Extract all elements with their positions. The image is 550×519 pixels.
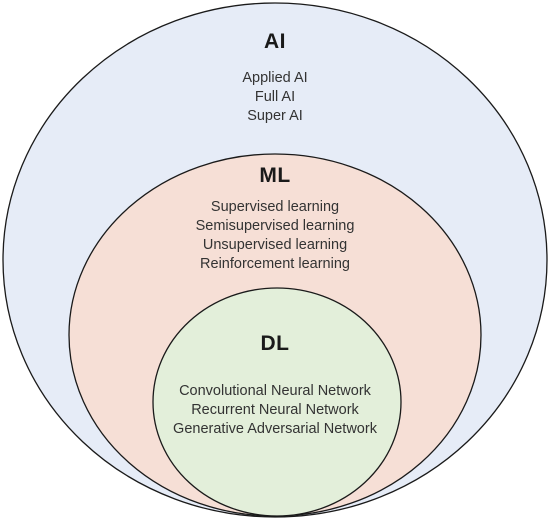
ml-item: Reinforcement learning (200, 256, 350, 272)
ai-item: Applied AI (242, 70, 308, 86)
ml-title: ML (259, 164, 291, 187)
ml-item: Unsupervised learning (202, 237, 348, 253)
ai-item: Full AI (254, 89, 296, 105)
dl-item-list: Convolutional Neural Network Recurrent N… (0, 382, 550, 439)
ml-item: Supervised learning (210, 199, 340, 215)
ml-item: Semisupervised learning (195, 218, 355, 234)
dl-title: DL (260, 332, 290, 355)
ai-title: AI (264, 30, 286, 53)
ai-item-list: Applied AI Full AI Super AI (0, 69, 550, 126)
dl-item: Convolutional Neural Network (179, 383, 371, 399)
dl-item: Recurrent Neural Network (191, 402, 359, 418)
dl-circle (152, 287, 402, 517)
ml-item-list: Supervised learning Semisupervised learn… (0, 198, 550, 274)
dl-item: Generative Adversarial Network (173, 421, 377, 437)
ai-item: Super AI (247, 108, 303, 124)
